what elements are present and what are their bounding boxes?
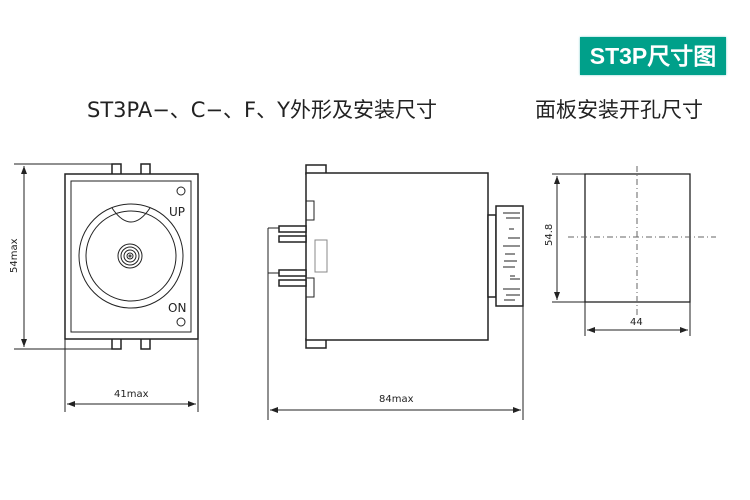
panel-cutout-view: 54.8 44 — [544, 166, 716, 336]
outline-dimensions-title: ST3PA−、C−、F、Y外形及安装尺寸 — [87, 98, 437, 122]
cutout-height-label: 54.8 — [544, 224, 555, 246]
pin — [278, 279, 307, 287]
side-view: 84max — [267, 164, 524, 420]
front-view: UP ON 54max 41max — [9, 163, 199, 412]
cutout-dimensions-title: 面板安装开孔尺寸 — [535, 98, 703, 122]
spiral-icon — [117, 243, 143, 269]
knob-window — [111, 207, 151, 223]
dial-knob-side — [495, 205, 524, 307]
pin — [278, 235, 307, 243]
on-indicator-led — [176, 317, 186, 327]
width-dimension-label: 41max — [114, 389, 149, 400]
on-label: ON — [168, 301, 186, 315]
up-indicator-led — [176, 186, 186, 196]
dial-knob — [85, 210, 177, 302]
cutout-width-label: 44 — [630, 317, 643, 328]
dial-outer-ring — [78, 203, 184, 309]
depth-dimension-label: 84max — [379, 394, 414, 405]
pin — [278, 225, 307, 233]
side-housing — [305, 172, 489, 341]
model-badge: ST3P尺寸图 — [580, 37, 726, 75]
up-label: UP — [169, 205, 185, 219]
pin — [278, 269, 307, 277]
height-dimension-label: 54max — [9, 238, 20, 273]
